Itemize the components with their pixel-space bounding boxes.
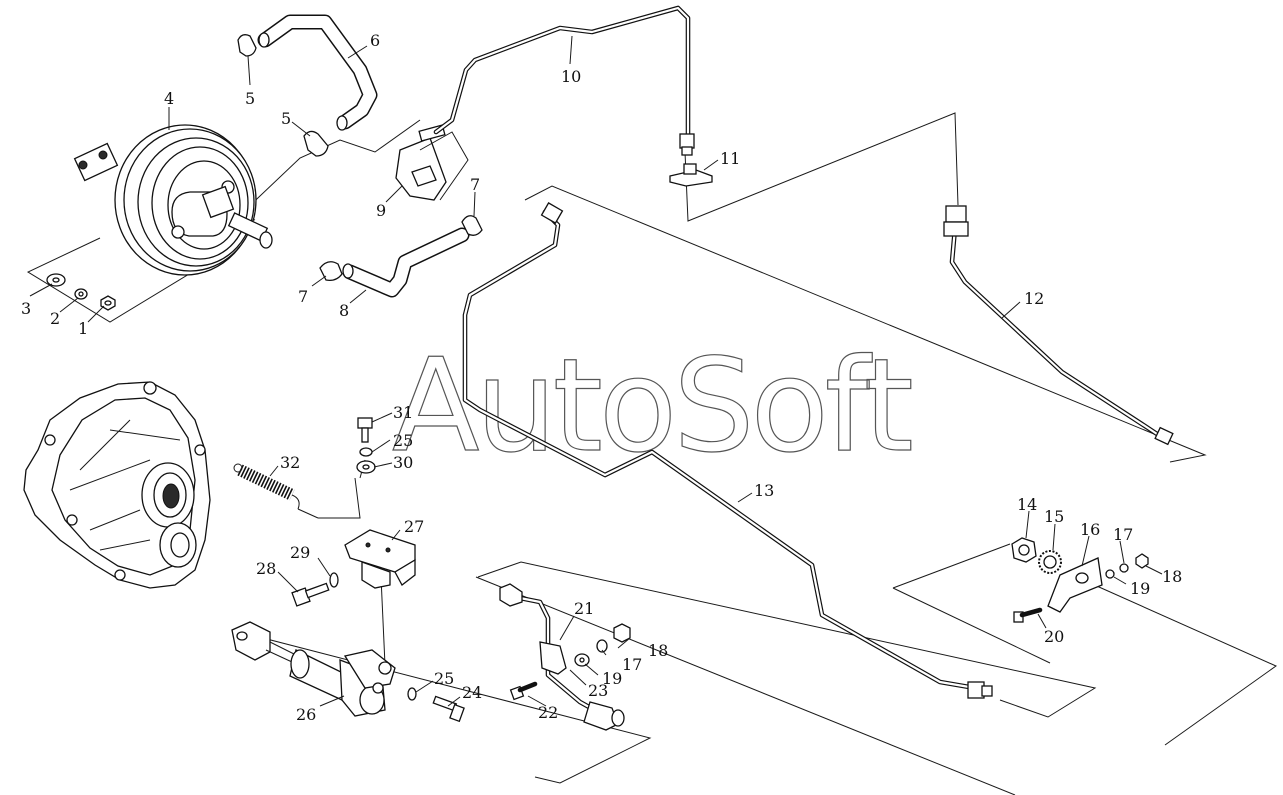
washer-plain-upper: [356, 460, 376, 474]
hose-washer-b: [596, 639, 608, 653]
callout-12: 12: [1024, 289, 1044, 308]
clutch-master-cylinder: [231, 621, 396, 717]
bracket-bolt-small: [1013, 607, 1043, 623]
hose-nut: [613, 623, 631, 643]
callout-5-upper: 5: [245, 89, 255, 108]
vacuum-hose: [257, 14, 378, 131]
callout-6: 6: [370, 31, 380, 50]
leader-lines: [29, 35, 1163, 707]
callout-23: 23: [588, 681, 608, 700]
callout-5-lower: 5: [281, 109, 291, 128]
hose-clamp-lower: [303, 130, 329, 157]
callout-24: 24: [462, 683, 482, 702]
hose-clamp-a: [319, 261, 343, 282]
callout-11: 11: [720, 149, 740, 168]
callout-27: 27: [404, 517, 424, 536]
callout-30: 30: [393, 453, 413, 472]
callout-28: 28: [256, 559, 276, 578]
callout-32: 32: [280, 453, 300, 472]
bracket-nut-small: [1135, 553, 1149, 569]
callout-16: 16: [1080, 520, 1100, 539]
bracket-washer: [329, 572, 339, 588]
washer-spring-upper: [359, 447, 373, 457]
callout-7-right: 7: [470, 175, 480, 194]
callout-17-right: 17: [1113, 525, 1133, 544]
callout-29: 29: [290, 543, 310, 562]
callout-8: 8: [339, 301, 349, 320]
flex-hose-assembly: [499, 583, 625, 731]
return-spring: [233, 463, 319, 519]
callout-18-left: 18: [648, 641, 668, 660]
valve-bracket: [395, 124, 469, 201]
callout-18-right: 18: [1162, 567, 1182, 586]
callout-4: 4: [164, 89, 174, 108]
callout-15: 15: [1044, 507, 1064, 526]
callout-9: 9: [376, 201, 386, 220]
clutch-housing: [23, 381, 211, 589]
callout-25-upper: 25: [393, 431, 413, 450]
hose-clamp-upper: [237, 34, 257, 57]
clutch-pipe-upper: [433, 5, 695, 156]
booster-nut-washer-set: [46, 273, 116, 311]
clutch-booster: [73, 124, 273, 276]
callout-31: 31: [393, 403, 413, 422]
callout-labels: 1 2 3 4 5 5 6 7 7 8 9 10 11 12 13 14 15 …: [21, 31, 1182, 724]
pipe-clip: [669, 163, 713, 187]
vacuum-hose-lower: [342, 227, 470, 298]
cylinder-bracket: [344, 529, 416, 589]
hose-clip-bolt: [509, 681, 538, 701]
callout-1: 1: [78, 319, 88, 338]
bracket-bolt: [291, 582, 330, 607]
hose-washer-a: [574, 653, 590, 667]
callout-25-lower: 25: [434, 669, 454, 688]
callout-22: 22: [538, 703, 558, 722]
toothed-lock-washer: [1038, 550, 1062, 574]
callout-19-left: 19: [602, 669, 622, 688]
callout-26: 26: [296, 705, 316, 724]
cylinder-bolt: [432, 695, 465, 723]
callout-14: 14: [1017, 495, 1037, 514]
clutch-pipe-right: [943, 205, 1174, 446]
callout-19-right: 19: [1130, 579, 1150, 598]
callout-7-left: 7: [298, 287, 308, 306]
watermark: AutoSoft: [392, 332, 912, 481]
callout-21: 21: [574, 599, 594, 618]
bracket-washer-b: [1119, 563, 1129, 573]
mounting-bracket: [1047, 557, 1103, 613]
callout-3: 3: [21, 299, 31, 318]
callout-20: 20: [1044, 627, 1064, 646]
callout-17-left: 17: [622, 655, 642, 674]
bolt-top: [357, 417, 373, 443]
callout-10: 10: [561, 67, 581, 86]
clutch-pipe-long: [462, 202, 993, 699]
bracket-washer-a: [1105, 569, 1115, 579]
hose-clamp-b: [461, 215, 483, 236]
callout-2: 2: [50, 309, 60, 328]
washer-spring-lower: [407, 687, 417, 701]
callout-13: 13: [754, 481, 774, 500]
bracket-nut-large: [1011, 537, 1037, 563]
